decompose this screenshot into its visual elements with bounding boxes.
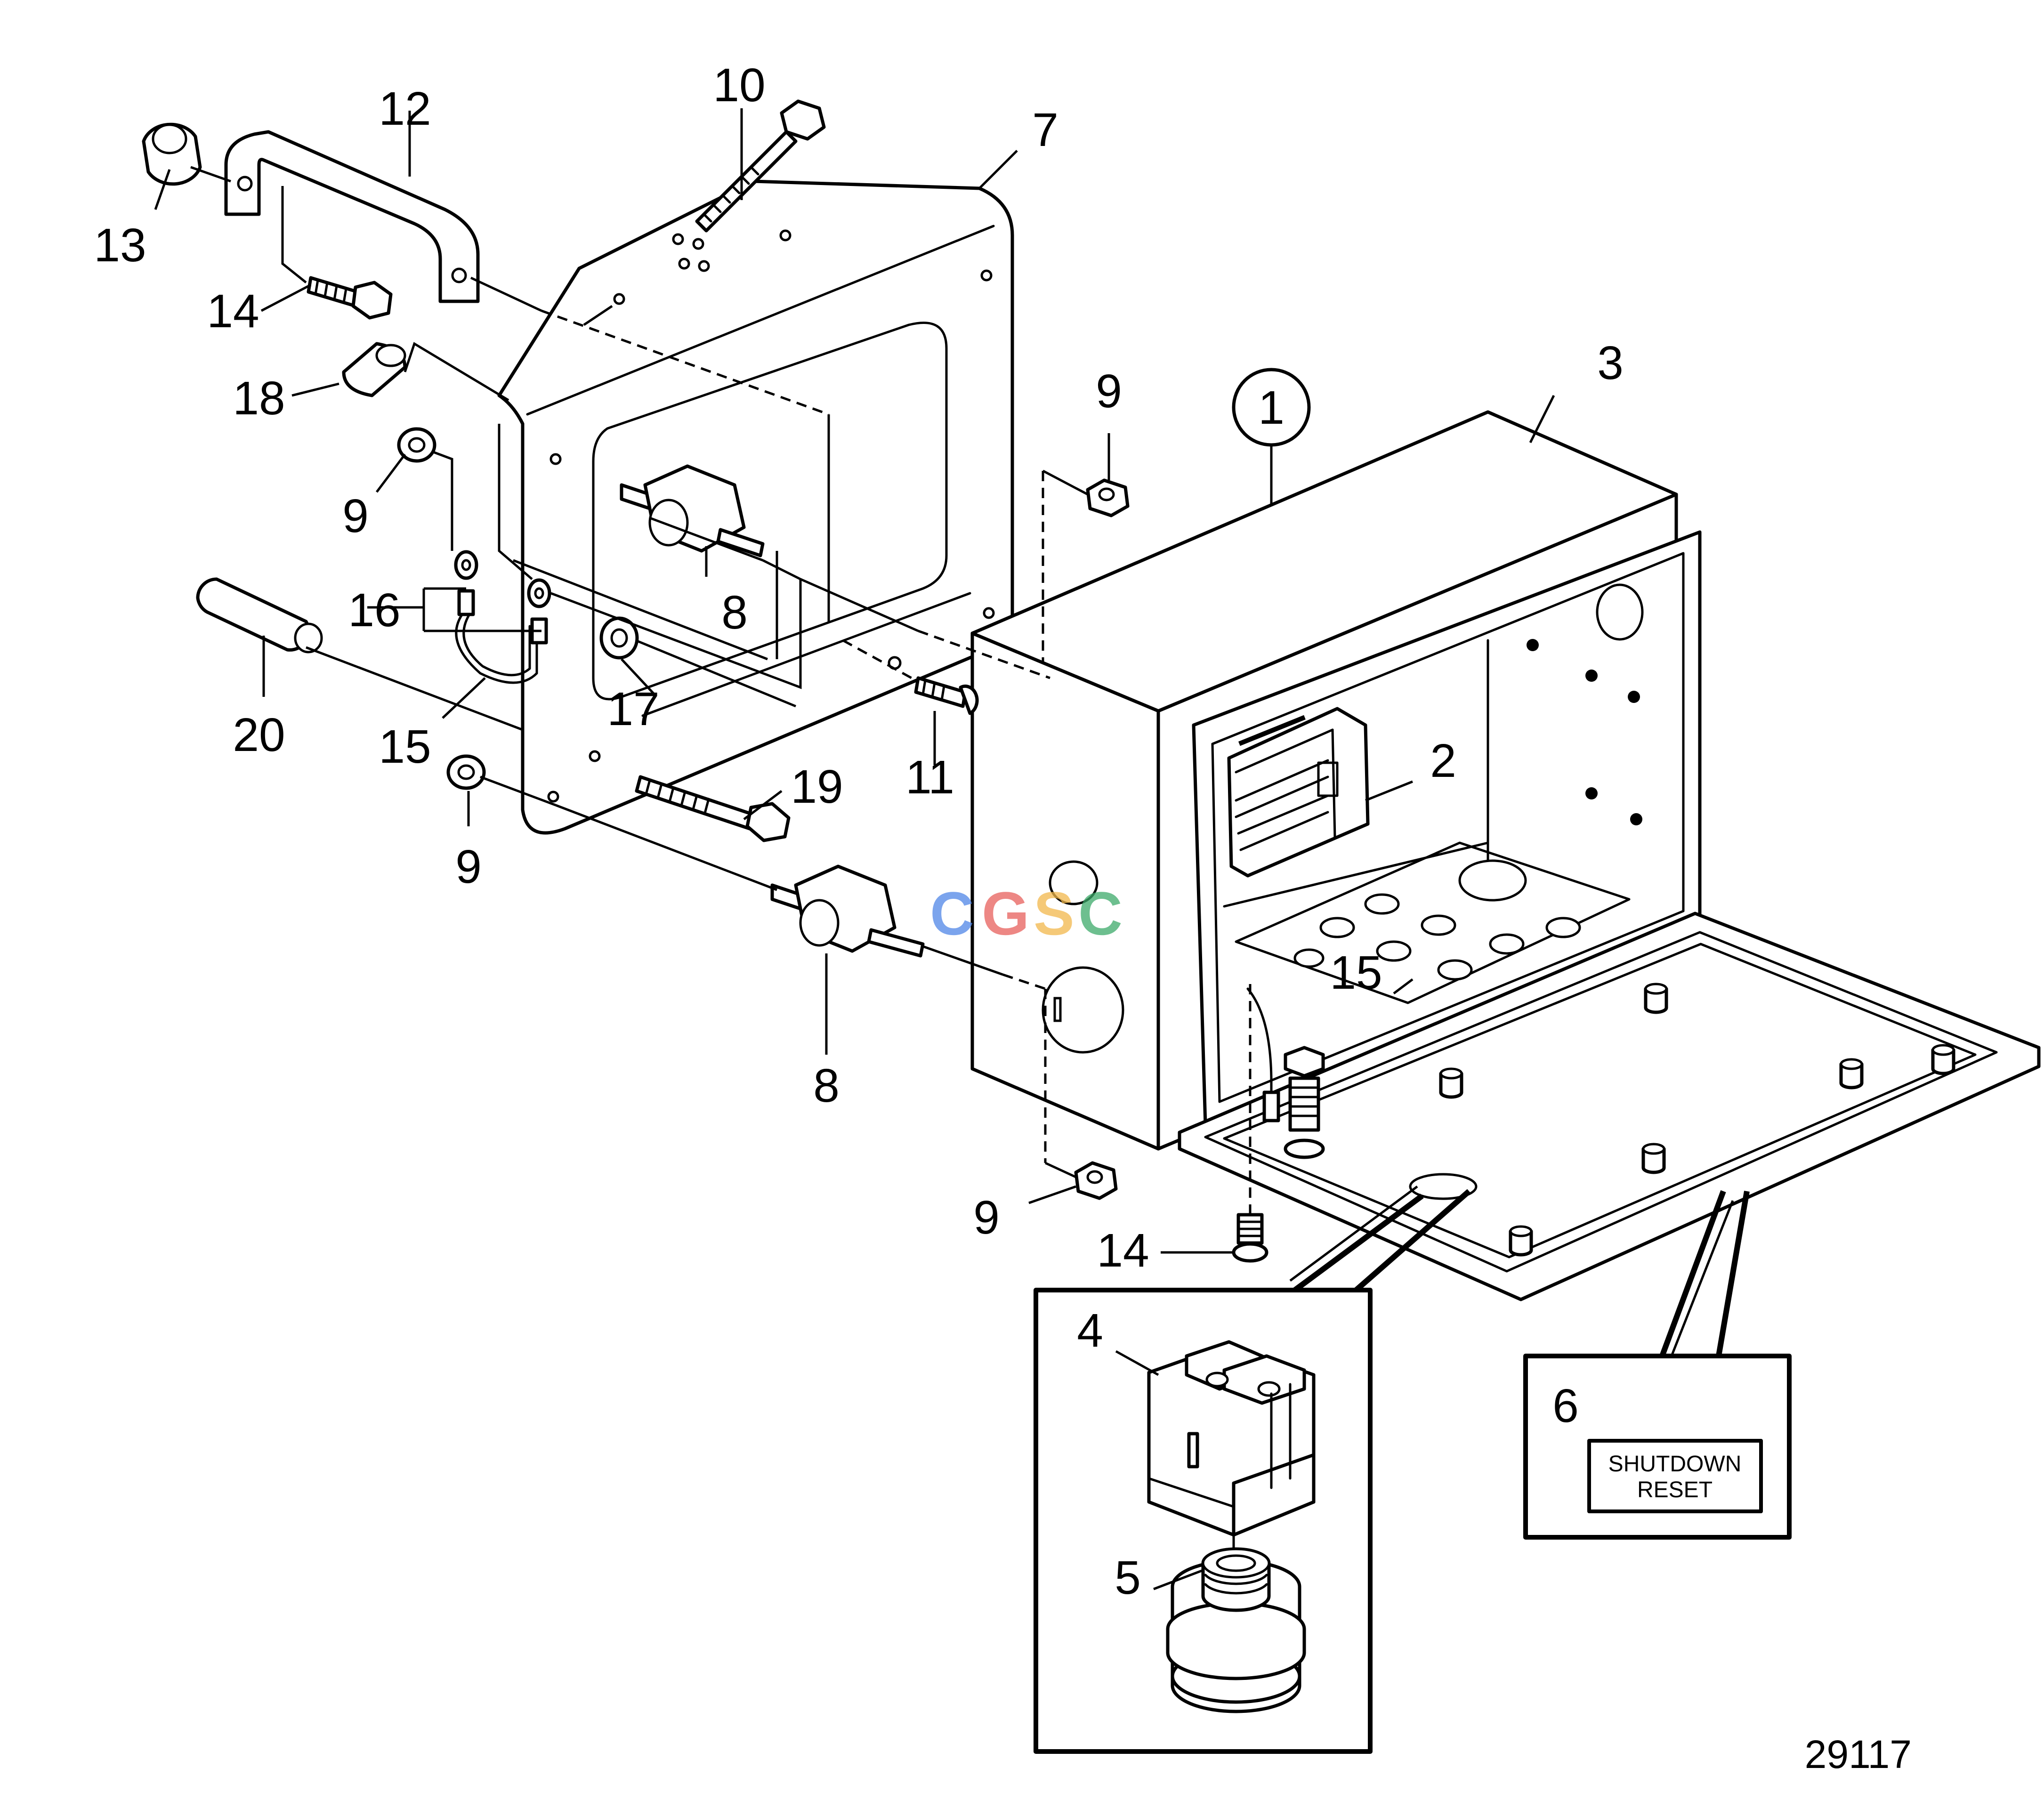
callout-16: 16 — [348, 584, 400, 637]
adapter-5 — [1153, 1547, 1306, 1713]
nut-9-lower-left — [446, 754, 486, 790]
switch-4 — [1115, 1340, 1316, 1554]
bolt-10 — [695, 99, 826, 233]
callout-9-upper-left: 9 — [342, 490, 369, 542]
callout-8-upper: 8 — [721, 586, 748, 639]
callout-17: 17 — [607, 683, 659, 735]
spacer-18 — [342, 342, 407, 397]
watermark-letter-2: G — [982, 879, 1029, 948]
label-plate-line1: SHUTDOWN — [1608, 1452, 1742, 1477]
callout-10: 10 — [713, 59, 765, 112]
vibration-damper-8-lower — [770, 864, 925, 958]
callout-15-left: 15 — [379, 720, 431, 773]
callout-9-right-upper: 9 — [1096, 365, 1122, 418]
callout-14-upper: 14 — [207, 285, 259, 338]
screw-14-lower — [1232, 1213, 1268, 1263]
callout-6: 6 — [1552, 1380, 1579, 1432]
watermark-letter-3: S — [1034, 879, 1075, 948]
label-detail-box — [1523, 1190, 1792, 1540]
callout-14-lower: 14 — [1097, 1224, 1149, 1277]
callout-9-lower-left: 9 — [455, 840, 482, 893]
callout-2: 2 — [1430, 734, 1456, 787]
watermark-letter-4: C — [1078, 879, 1123, 948]
callout-12: 12 — [379, 82, 431, 135]
assembly-lines — [154, 108, 1555, 1254]
callout-7: 7 — [1032, 104, 1058, 156]
callout-5: 5 — [1115, 1551, 1141, 1604]
vibration-damper-8-upper — [620, 464, 765, 557]
callout-4: 4 — [1077, 1304, 1103, 1357]
ground-wire-15 — [454, 550, 551, 684]
callout-15-inside: 15 — [1330, 946, 1382, 999]
bolt-19 — [635, 775, 791, 842]
nut-9-upper-left — [397, 427, 436, 463]
lock-washer-17 — [599, 616, 639, 660]
nut-9-right-upper — [1086, 478, 1130, 517]
nut-9-right-lower — [1074, 1161, 1118, 1200]
callout-18: 18 — [233, 372, 285, 425]
reference-number: 29117 — [1805, 1732, 1912, 1776]
stud-11 — [914, 676, 979, 715]
bolt-14-upper — [307, 276, 393, 320]
callout-1-circle — [1232, 368, 1311, 447]
control-module — [1227, 707, 1370, 878]
spacer-13 — [142, 122, 202, 186]
callout-13: 13 — [94, 219, 146, 272]
callout-20: 20 — [233, 709, 285, 761]
callout-19: 19 — [791, 760, 843, 813]
watermark-letter-1: C — [930, 879, 974, 948]
watermark-logo: C G S C — [930, 879, 1123, 948]
callout-9-right-lower: 9 — [973, 1191, 1000, 1244]
handle — [224, 130, 480, 303]
callout-8-lower: 8 — [813, 1059, 840, 1112]
detail-box-switch — [1034, 1185, 1471, 1754]
internal-ground-wire — [1246, 984, 1325, 1229]
callout-3: 3 — [1597, 337, 1624, 389]
callout-11: 11 — [905, 751, 954, 804]
callout-1: 1 — [1258, 381, 1285, 434]
label-plate-line2: RESET — [1637, 1477, 1713, 1502]
callout-labels: 1 2 3 4 5 6 7 8 8 9 9 9 9 10 11 12 13 14… — [94, 59, 1912, 1776]
spacer-20 — [196, 577, 323, 654]
